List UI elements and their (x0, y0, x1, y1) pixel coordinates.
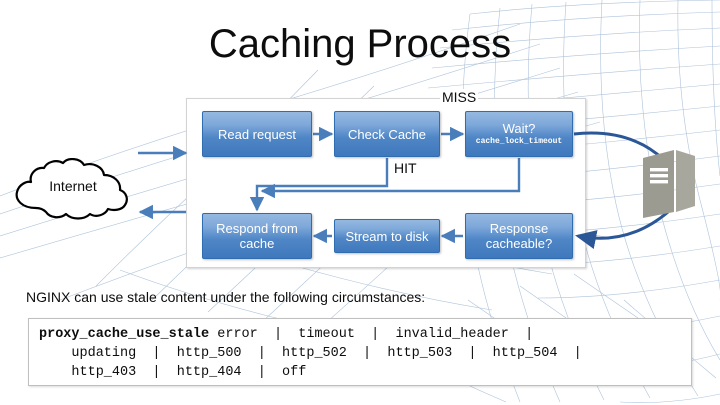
node-label: Wait? (502, 121, 536, 136)
code-line2: updating | http_500 | http_502 | http_50… (39, 346, 582, 361)
node-label: Respond from cache (216, 221, 298, 251)
node-response-cacheable[interactable]: Response cacheable? (465, 213, 573, 259)
internet-cloud-icon (15, 158, 128, 220)
internet-cloud-label: Internet (49, 178, 97, 194)
code-line1-rest: error | timeout | invalid_header | (209, 327, 534, 342)
node-label: Check Cache (347, 126, 427, 142)
node-sublabel: cache_lock_timeout (475, 137, 563, 146)
edge-label-hit: HIT (392, 160, 419, 176)
code-directive: proxy_cache_use_stale (39, 327, 210, 342)
page-title: Caching Process (208, 22, 512, 66)
edge-label-miss: MISS (440, 89, 479, 105)
node-wait[interactable]: Wait? cache_lock_timeout (465, 111, 573, 157)
node-check-cache[interactable]: Check Cache (334, 111, 440, 157)
node-label: Read request (217, 126, 297, 142)
code-block: proxy_cache_use_stale error | timeout | … (28, 318, 692, 386)
stale-content-text: NGINX can use stale content under the fo… (26, 289, 426, 305)
node-label: Response cacheable? (485, 221, 553, 251)
node-label: Stream to disk (345, 228, 429, 244)
server-icon (643, 150, 695, 218)
node-read-request[interactable]: Read request (202, 111, 312, 157)
node-respond-from-cache[interactable]: Respond from cache (202, 213, 312, 259)
node-stream-to-disk[interactable]: Stream to disk (334, 219, 440, 253)
code-line3: http_403 | http_404 | off (39, 365, 307, 380)
